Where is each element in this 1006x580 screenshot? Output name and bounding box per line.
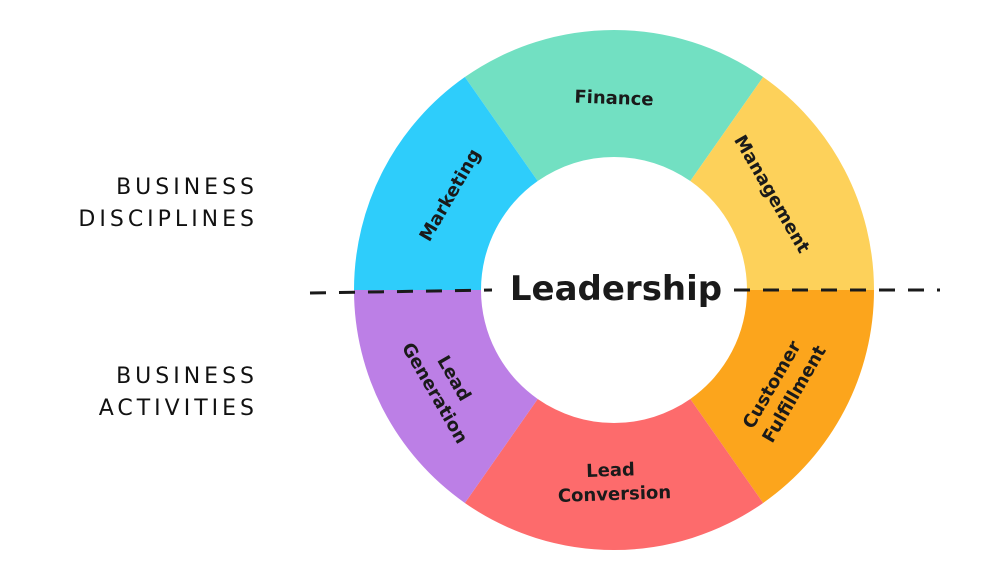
business-activities-label: BUSINESS ACTIVITIES xyxy=(99,364,258,421)
segment-management xyxy=(690,77,874,291)
center-leadership-label: Leadership xyxy=(510,269,722,309)
divider-line-left xyxy=(309,288,493,295)
label-finance: Finance xyxy=(574,87,654,111)
ring xyxy=(354,29,874,551)
segment-lead-generation xyxy=(354,290,538,503)
business-activities-line-1: BUSINESS xyxy=(116,364,258,389)
business-disciplines-line-1: BUSINESS xyxy=(116,175,258,200)
label-finance-line-1: Finance xyxy=(574,87,654,111)
segment-customer-fulfillment xyxy=(690,290,874,503)
divider-line xyxy=(309,288,940,295)
business-activities-line-2: ACTIVITIES xyxy=(99,396,258,421)
business-disciplines-label: BUSINESS DISCIPLINES xyxy=(78,175,258,232)
label-lead-conversion-line-1: Lead xyxy=(586,459,635,482)
label-lead-conversion-line-2: Conversion xyxy=(558,482,672,507)
label-lead-conversion: Lead Conversion xyxy=(557,458,672,507)
segment-lead-conversion xyxy=(464,398,764,551)
segment-marketing xyxy=(354,77,538,291)
business-disciplines-line-2: DISCIPLINES xyxy=(78,207,258,232)
segment-finance xyxy=(464,29,764,182)
